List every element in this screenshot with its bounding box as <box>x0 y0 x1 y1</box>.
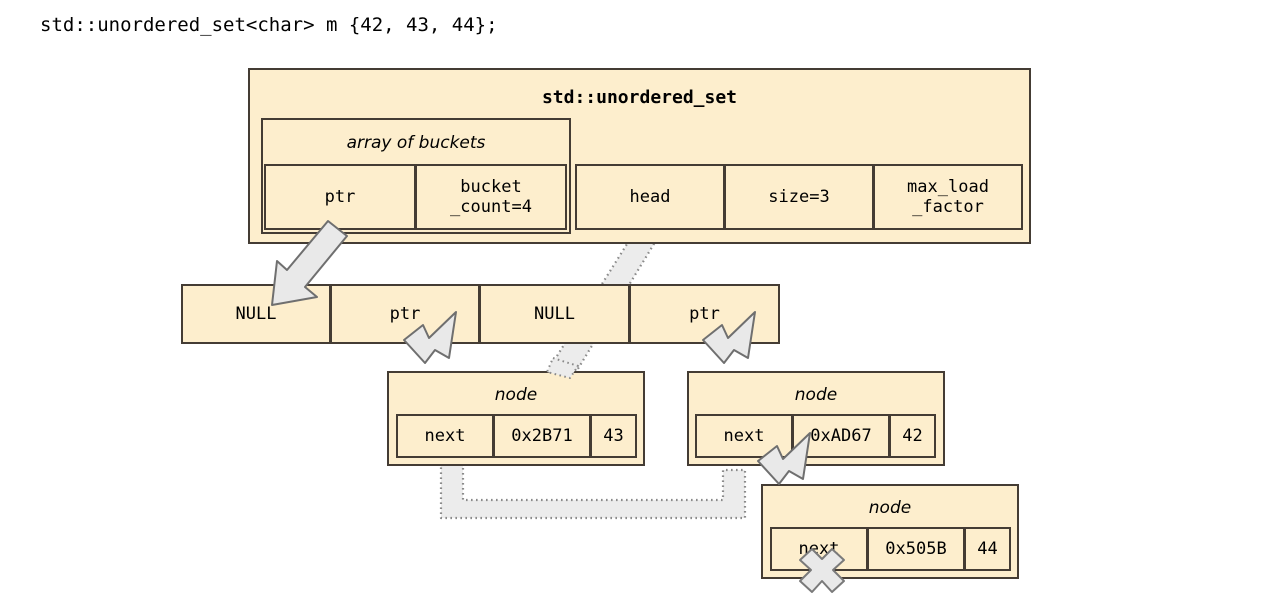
bucket-cell-0: NULL <box>181 284 331 344</box>
node-1-label: node <box>494 385 538 405</box>
bucket-cell-2-label: NULL <box>534 303 575 324</box>
set-field-bucket-count: bucket _count=4 <box>415 164 567 230</box>
bucket-cell-3-label: ptr <box>689 303 720 324</box>
node-3-value-label: 44 <box>977 538 998 559</box>
bucket-cell-2: NULL <box>479 284 630 344</box>
set-field-max-load-factor-label: max_load _factor <box>907 176 989 217</box>
node-2-value-label: 42 <box>902 425 923 446</box>
node-2-next-field: next <box>695 414 793 458</box>
set-field-size: size=3 <box>724 164 874 230</box>
array-of-buckets-label: array of buckets <box>346 133 486 153</box>
node-1-next-label: next <box>424 425 466 446</box>
set-field-max-load-factor: max_load _factor <box>873 164 1023 230</box>
set-field-head: head <box>575 164 725 230</box>
node-1-next-field: next <box>396 414 494 458</box>
node-3-address-field: 0x505B <box>867 527 965 571</box>
node-3-address-label: 0x505B <box>885 538 947 559</box>
node-1-value-label: 43 <box>603 425 624 446</box>
node-3-value-field: 44 <box>964 527 1011 571</box>
node-1-address-field: 0x2B71 <box>493 414 591 458</box>
node-3-next-label: next <box>798 538 840 559</box>
node-2-label: node <box>794 385 838 405</box>
unordered-set-title: std::unordered_set <box>541 86 738 108</box>
bucket-cell-3: ptr <box>629 284 780 344</box>
bucket-cell-1-label: ptr <box>389 303 421 324</box>
node-2-address-field: 0xAD67 <box>792 414 890 458</box>
node-2-address-label: 0xAD67 <box>810 425 872 446</box>
node-1-address-label: 0x2B71 <box>511 425 573 446</box>
set-field-head-label: head <box>629 186 671 207</box>
bucket-cell-1: ptr <box>330 284 480 344</box>
node-3-next-field: next <box>770 527 868 571</box>
node-2-next-label: next <box>723 425 765 446</box>
set-field-ptr-label: ptr <box>324 186 356 207</box>
node-3-label: node <box>868 498 912 518</box>
node-2-value-field: 42 <box>889 414 936 458</box>
set-field-bucket-count-label: bucket _count=4 <box>450 176 532 217</box>
code-declaration: std::unordered_set<char> m {42, 43, 44}; <box>40 14 498 36</box>
set-field-size-label: size=3 <box>768 186 830 207</box>
bucket-cell-0-label: NULL <box>235 303 277 324</box>
set-field-ptr: ptr <box>264 164 416 230</box>
node-1-value-field: 43 <box>590 414 637 458</box>
